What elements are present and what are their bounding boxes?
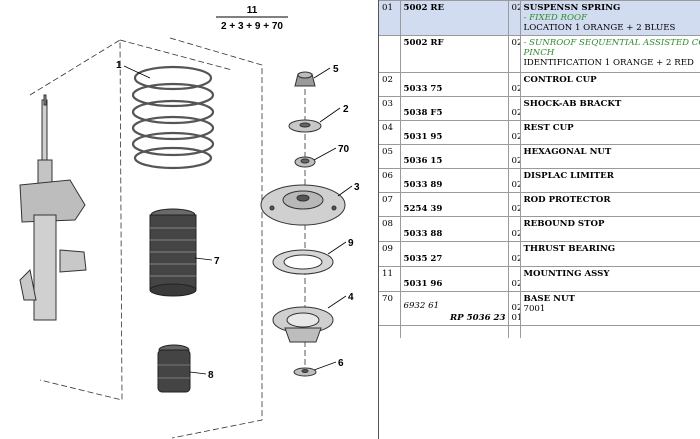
table-row[interactable]: 02 5033 75 02 CONTROL CUP: [379, 72, 700, 97]
description: CONTROL CUP: [520, 72, 700, 97]
table-row[interactable]: 06 5033 89 02 DISPLAC LIMITER: [379, 168, 700, 193]
description: DISPLAC LIMITER: [520, 168, 700, 193]
callout-1[interactable]: 1: [116, 60, 122, 71]
quantity: 02: [508, 168, 521, 193]
info: 7001: [523, 304, 546, 314]
quantity: 02: [508, 96, 521, 121]
reference[interactable]: 5254 39: [400, 192, 509, 217]
description: - SUNROOF SEQUENTIAL ASSISTED CO PINCH I…: [520, 35, 700, 73]
control-cup[interactable]: [288, 119, 322, 133]
item-number: 06: [379, 168, 401, 193]
callout-3[interactable]: 3: [354, 182, 360, 193]
quantity: 02: [508, 216, 521, 242]
callout-7[interactable]: 7: [214, 256, 220, 267]
reference-number[interactable]: 6932 61: [403, 301, 440, 311]
table-row[interactable]: 5002 RF 02 - SUNROOF SEQUENTIAL ASSISTED…: [379, 35, 700, 73]
description: HEXAGONAL NUT: [520, 144, 700, 169]
description: REST CUP: [520, 120, 700, 145]
item-number: 08: [379, 216, 401, 242]
table-row[interactable]: 08 5033 88 02 REBOUND STOP: [379, 216, 700, 242]
quantity: 02: [508, 0, 521, 36]
reference[interactable]: 5002 RF: [400, 35, 509, 73]
reference[interactable]: 5031 95: [400, 120, 509, 145]
item-number: 03: [379, 96, 401, 121]
callout-9[interactable]: 9: [348, 238, 354, 249]
quantity: 02: [508, 192, 521, 217]
part-name: SUSPENSN SPRING: [523, 3, 621, 13]
table-row[interactable]: 01 5002 RE 02 SUSPENSN SPRING - FIXED RO…: [379, 0, 700, 36]
item-number: 70: [379, 291, 401, 326]
quantity: 02 01: [508, 291, 521, 326]
table-row[interactable]: 11 5031 96 02 MOUNTING ASSY: [379, 266, 700, 292]
table-row[interactable]: 04 5031 95 02 REST CUP: [379, 120, 700, 145]
exploded-diagram: 11 2 + 3 + 9 + 70: [19, 5, 360, 439]
quantity-value: 02: [511, 303, 520, 313]
info: IDENTIFICATION 1 ORANGE + 2 RED: [523, 58, 694, 68]
quantity: 02: [508, 72, 521, 97]
reference[interactable]: 5033 88: [400, 216, 509, 242]
quantity: 02: [508, 241, 521, 267]
note-continued: PINCH: [523, 48, 555, 58]
callout-4[interactable]: 4: [348, 292, 354, 303]
reference[interactable]: 6932 61 RP 5036 23: [400, 291, 509, 326]
description: REBOUND STOP: [520, 216, 700, 242]
quantity: 02: [508, 266, 521, 292]
parts-list: 01 5002 RE 02 SUSPENSN SPRING - FIXED RO…: [378, 0, 700, 439]
item-number: 05: [379, 144, 401, 169]
note: - FIXED ROOF: [523, 13, 588, 23]
shock-absorber-bracket[interactable]: [260, 184, 346, 226]
description: SHOCK-AB BRACKT: [520, 96, 700, 121]
item-number: 11: [379, 266, 401, 292]
item-number: [379, 35, 401, 73]
assembly-number[interactable]: 11: [247, 5, 258, 16]
callout-5[interactable]: 5: [333, 64, 339, 75]
replacement-reference[interactable]: RP 5036 23: [450, 313, 506, 323]
quantity-replacement: 01: [511, 313, 520, 323]
item-number: 07: [379, 192, 401, 217]
assembly-formula: 2 + 3 + 9 + 70: [221, 21, 283, 32]
callout-70[interactable]: 70: [338, 144, 350, 155]
description: THRUST BEARING: [520, 241, 700, 267]
reference[interactable]: 5033 89: [400, 168, 509, 193]
table-row[interactable]: 07 5254 39 02 ROD PROTECTOR: [379, 192, 700, 217]
reference[interactable]: 5002 RE: [400, 0, 509, 36]
quantity: 02: [508, 120, 521, 145]
quantity: 02: [508, 144, 521, 169]
callout-2[interactable]: 2: [343, 104, 349, 115]
displacement-limiter[interactable]: [293, 367, 317, 377]
rebound-stop[interactable]: [157, 344, 191, 393]
item-number: 04: [379, 120, 401, 145]
reference[interactable]: 5036 15: [400, 144, 509, 169]
thrust-bearing[interactable]: [272, 249, 334, 275]
suspension-spring[interactable]: [131, 65, 215, 170]
info: LOCATION 1 ORANGE + 2 BLUES: [523, 23, 676, 33]
item-number: 09: [379, 241, 401, 267]
description: SUSPENSN SPRING - FIXED ROOF LOCATION 1 …: [520, 0, 700, 36]
hexagonal-nut[interactable]: [294, 71, 316, 87]
quantity: 02: [508, 35, 521, 73]
rest-cup[interactable]: [272, 306, 334, 343]
note: - SUNROOF SEQUENTIAL ASSISTED CO: [523, 38, 700, 48]
item-number: 01: [379, 0, 401, 36]
callout-8[interactable]: 8: [208, 370, 214, 381]
base-nut[interactable]: [294, 156, 316, 168]
table-row[interactable]: 70 6932 61 RP 5036 23 02 01 BASE NUT 700…: [379, 291, 700, 326]
reference[interactable]: 5038 F5: [400, 96, 509, 121]
item-number: 02: [379, 72, 401, 97]
table-row[interactable]: 03 5038 F5 02 SHOCK-AB BRACKT: [379, 96, 700, 121]
part-name: BASE NUT: [523, 294, 575, 304]
table-end: [379, 325, 700, 338]
reference[interactable]: 5035 27: [400, 241, 509, 267]
table-row[interactable]: 05 5036 15 02 HEXAGONAL NUT: [379, 144, 700, 169]
shock-absorber[interactable]: [19, 94, 87, 321]
description: ROD PROTECTOR: [520, 192, 700, 217]
description: MOUNTING ASSY: [520, 266, 700, 292]
reference[interactable]: 5033 75: [400, 72, 509, 97]
callout-6[interactable]: 6: [338, 358, 344, 369]
rod-protector[interactable]: [149, 208, 197, 297]
table-row[interactable]: 09 5035 27 02 THRUST BEARING: [379, 241, 700, 267]
reference[interactable]: 5031 96: [400, 266, 509, 292]
description: BASE NUT 7001: [520, 291, 700, 326]
